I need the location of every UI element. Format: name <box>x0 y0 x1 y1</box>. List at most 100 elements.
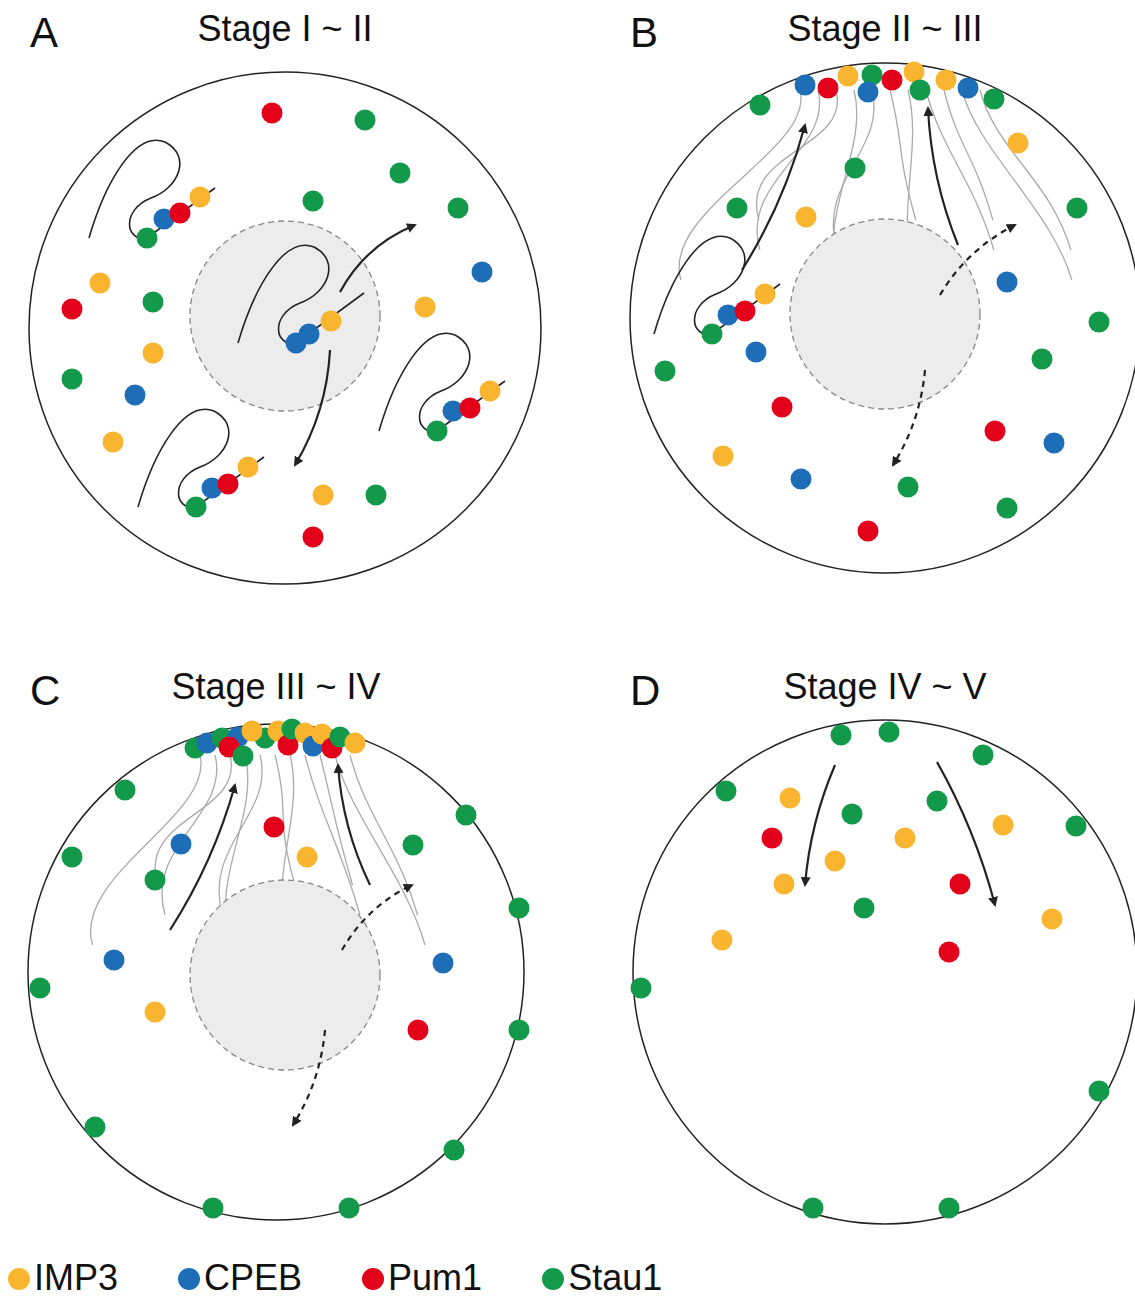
protein-dot <box>791 469 812 490</box>
nucleus <box>190 880 380 1070</box>
legend-text: CPEB <box>204 1257 302 1299</box>
protein-dot <box>713 446 734 467</box>
protein-dot <box>985 421 1006 442</box>
protein-dot <box>631 978 652 999</box>
transport-arrow <box>170 785 235 930</box>
protein-dot <box>655 361 676 382</box>
protein-dot <box>262 103 283 124</box>
protein-dot <box>186 497 207 518</box>
protein-dot <box>973 745 994 766</box>
protein-dot <box>143 292 164 313</box>
protein-dot <box>30 978 51 999</box>
protein-dot <box>472 262 493 283</box>
legend-swatch <box>178 1268 200 1290</box>
protein-dot <box>997 272 1018 293</box>
oocyte-panel: Stage I ~ II <box>29 8 541 586</box>
transport-arrow <box>893 370 925 465</box>
protein-dot <box>85 1117 106 1138</box>
protein-dot <box>939 942 960 963</box>
protein-dot <box>433 953 454 974</box>
stage-heading: Stage I ~ II <box>29 8 541 50</box>
transport-arrow <box>340 225 415 292</box>
protein-dot <box>993 815 1014 836</box>
protein-dot <box>939 1198 960 1219</box>
panel-letter: C <box>30 668 60 714</box>
protein-dot <box>895 828 916 849</box>
legend-swatch <box>8 1268 30 1290</box>
oocyte-panel: Stage III ~ IV <box>28 666 524 1222</box>
protein-dot <box>408 1020 429 1041</box>
protein-dot <box>145 870 166 891</box>
protein-dot <box>171 834 192 855</box>
protein-dot <box>145 1002 166 1023</box>
oocyte-panel: Stage II ~ III <box>630 8 1135 574</box>
legend-text: Pum1 <box>388 1257 482 1299</box>
legend-swatch <box>542 1268 564 1290</box>
transport-arrow <box>937 762 995 905</box>
protein-dot <box>339 1198 360 1219</box>
protein-dot <box>62 299 83 320</box>
protein-dot <box>242 721 263 742</box>
mrna-hairpin <box>654 236 780 334</box>
microtubule <box>350 755 418 915</box>
protein-dot <box>345 733 366 754</box>
protein-dot <box>104 950 125 971</box>
protein-dot <box>854 898 875 919</box>
protein-dot <box>415 297 436 318</box>
oocyte-outline <box>633 720 1135 1224</box>
protein-dot <box>62 369 83 390</box>
oocyte-outline <box>630 63 1135 573</box>
protein-dot <box>103 432 124 453</box>
nucleus <box>790 219 980 409</box>
protein-dot <box>838 66 859 87</box>
protein-dot <box>904 62 925 83</box>
legend-text: Stau1 <box>568 1257 662 1299</box>
protein-dot <box>858 521 879 542</box>
protein-dot <box>958 78 979 99</box>
oocyte-outline <box>28 724 524 1220</box>
protein-dot <box>403 835 424 856</box>
protein-dot <box>299 324 320 345</box>
protein-dot <box>1042 909 1063 930</box>
protein-dot <box>927 791 948 812</box>
legend-text: IMP3 <box>34 1257 118 1299</box>
transport-arrow <box>338 765 370 885</box>
microtubule <box>926 90 994 250</box>
protein-dot <box>218 474 239 495</box>
protein-dot <box>1067 198 1088 219</box>
protein-dot <box>702 324 723 345</box>
protein-dot <box>460 398 481 419</box>
stage-heading: Stage IV ~ V <box>633 666 1135 708</box>
microtubule <box>980 90 1071 250</box>
protein-dot <box>727 198 748 219</box>
protein-dot <box>355 110 376 131</box>
protein-dot <box>427 421 448 442</box>
microtubule <box>155 755 231 885</box>
protein-dot <box>882 70 903 91</box>
protein-dot <box>303 527 324 548</box>
protein-dot <box>238 457 259 478</box>
microtubule <box>962 90 1072 280</box>
protein-dot <box>62 847 83 868</box>
protein-dot <box>125 385 146 406</box>
protein-dot <box>774 874 795 895</box>
protein-dot <box>366 485 387 506</box>
protein-dot <box>750 95 771 116</box>
protein-dot <box>842 804 863 825</box>
stage-heading: Stage II ~ III <box>630 8 1135 50</box>
protein-dot <box>1032 349 1053 370</box>
protein-dot <box>879 722 900 743</box>
protein-dot <box>712 930 733 951</box>
protein-dot <box>746 342 767 363</box>
protein-dot <box>264 817 285 838</box>
mrna-hairpin <box>379 333 505 431</box>
protein-dot <box>190 187 211 208</box>
mrna-hairpin <box>89 140 215 238</box>
protein-dot <box>1008 133 1029 154</box>
protein-dot <box>170 203 191 224</box>
protein-dot <box>997 498 1018 519</box>
protein-dot <box>448 198 469 219</box>
protein-dot <box>825 851 846 872</box>
protein-dot <box>950 874 971 895</box>
